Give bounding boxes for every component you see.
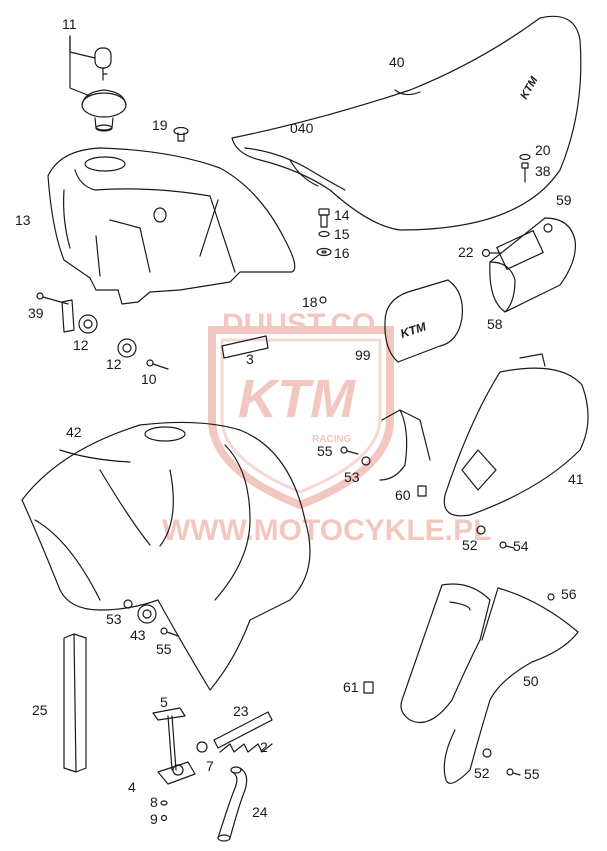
callout-41: 41	[568, 471, 584, 487]
tool-bag-icon	[489, 217, 577, 313]
foam-strip-25-icon	[63, 633, 87, 773]
callout-55a: 55	[317, 443, 333, 459]
side-cover-41-icon	[443, 353, 589, 517]
callout-56: 56	[561, 586, 577, 602]
callout-60: 60	[395, 487, 411, 503]
callout-55b: 55	[156, 641, 172, 657]
callout-43: 43	[130, 627, 146, 643]
callout-8: 8	[150, 794, 158, 810]
filter-sleeve-23-icon	[213, 711, 273, 749]
bolt-39-icon	[36, 292, 69, 305]
callout-line-11	[69, 35, 96, 59]
callout-22: 22	[458, 244, 474, 260]
bolt-14-icon	[318, 208, 330, 228]
callout-7: 7	[206, 758, 214, 774]
callout-15: 15	[334, 226, 350, 242]
seat-icon	[231, 15, 582, 231]
callout-2: 2	[260, 739, 268, 755]
callout-line-11b	[69, 35, 91, 97]
callout-13: 13	[15, 212, 31, 228]
callout-5: 5	[160, 694, 168, 710]
callout-53b: 53	[106, 611, 122, 627]
washer-16-icon	[316, 247, 332, 257]
callout-16: 16	[334, 245, 350, 261]
spring-2-icon	[219, 743, 273, 753]
washer-52b-icon	[482, 748, 492, 758]
hose-24-icon	[217, 766, 248, 842]
callout-61: 61	[343, 679, 359, 695]
washer-15-icon	[318, 230, 330, 238]
bolt-38-icon	[521, 162, 529, 183]
spacer-43-icon	[137, 604, 157, 624]
key-icon	[94, 47, 112, 81]
seat-logo: KTM	[518, 74, 541, 101]
callout-52a: 52	[462, 537, 478, 553]
callout-39: 39	[28, 305, 44, 321]
bolt-54-icon	[499, 541, 515, 549]
callout-40: 40	[389, 54, 405, 70]
callout-14: 14	[334, 207, 350, 223]
callout-4: 4	[128, 779, 136, 795]
callout-42: 42	[66, 424, 82, 440]
callout-20: 20	[535, 142, 551, 158]
bracket-39-icon	[61, 299, 75, 333]
callout-24: 24	[252, 804, 268, 820]
callout-52b: 52	[474, 765, 490, 781]
bolt-10-icon	[146, 359, 169, 370]
washer-53a-icon	[361, 456, 371, 466]
side-cover-50-icon	[400, 583, 579, 784]
callout-23: 23	[233, 703, 249, 719]
bolt-55a-icon	[340, 446, 359, 455]
rubber-12a-icon	[78, 314, 98, 334]
rubber-12b-icon	[117, 338, 137, 358]
callout-040: 040	[290, 120, 314, 136]
callout-54: 54	[513, 538, 529, 554]
fuel-tank-42-icon	[21, 421, 311, 691]
callout-25: 25	[32, 702, 48, 718]
callout-38: 38	[535, 163, 551, 179]
screw-19-icon	[173, 126, 189, 142]
bolt-22-icon	[481, 248, 501, 258]
callout-50: 50	[523, 673, 539, 689]
washer-53b-icon	[123, 599, 133, 609]
bolt-55c-icon	[506, 768, 521, 776]
callout-9: 9	[150, 811, 158, 827]
callout-55c: 55	[524, 766, 540, 782]
callout-19: 19	[152, 117, 168, 133]
callout-12b: 12	[106, 356, 122, 372]
o-ring-8-icon	[160, 800, 168, 806]
callout-11: 11	[62, 16, 77, 32]
callout-53a: 53	[344, 469, 360, 485]
clip-61-icon	[363, 681, 374, 694]
callout-18: 18	[302, 294, 318, 310]
washer-52a-icon	[476, 525, 486, 535]
sticker-logo: KTM	[399, 319, 429, 341]
callout-3: 3	[246, 351, 254, 367]
sticker-99-icon	[384, 279, 464, 363]
fuel-tank-icon	[47, 147, 296, 305]
fuel-tap-icon	[152, 707, 196, 785]
bolt-55b-icon	[160, 627, 179, 637]
fuel-cap-icon	[81, 89, 127, 132]
callout-99: 99	[355, 347, 371, 363]
bolt-56-icon	[547, 593, 555, 601]
callout-58: 58	[487, 316, 503, 332]
hose-clamp-7-icon	[196, 741, 208, 753]
nut-18-icon	[319, 296, 327, 304]
screw-9-icon	[160, 814, 168, 822]
strip-3-icon	[221, 335, 269, 359]
callout-12a: 12	[73, 337, 89, 353]
bracket-hint-icon	[379, 409, 431, 481]
clip-60-icon	[417, 485, 427, 497]
washer-20-icon	[519, 153, 531, 161]
callout-59: 59	[556, 192, 572, 208]
callout-10: 10	[141, 371, 157, 387]
